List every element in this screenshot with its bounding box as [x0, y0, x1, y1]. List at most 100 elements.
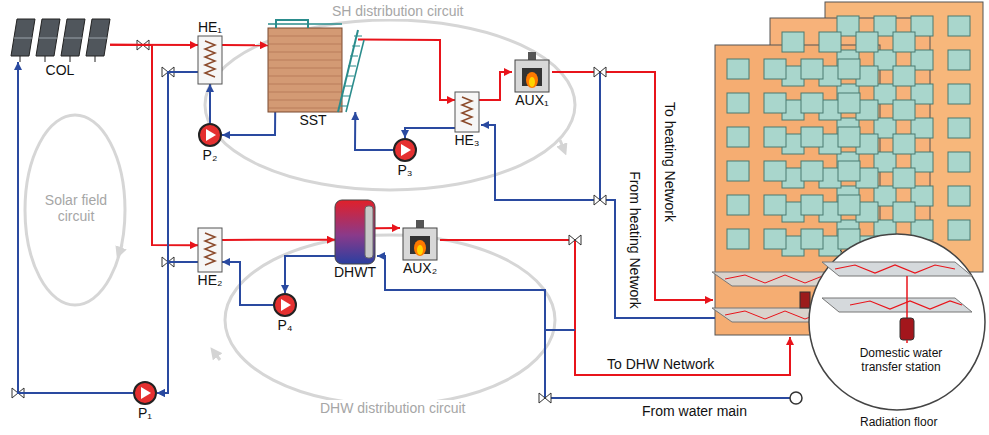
component-panels: COL [10, 18, 110, 62]
panel-grid [39, 38, 57, 39]
window [727, 127, 749, 147]
circuit-name: SH distribution circuit [330, 3, 466, 19]
window [727, 59, 749, 79]
pipe-connector [285, 256, 335, 293]
circuit-arrow [119, 245, 122, 253]
circuit-arrow [560, 140, 564, 150]
storage-tank [268, 28, 342, 112]
component-aux: AUX₁ [512, 52, 552, 92]
circuit-name: DHW distribution circuit [318, 400, 467, 416]
component-icon [393, 138, 417, 162]
window [838, 127, 860, 147]
window [764, 229, 786, 249]
pipe-connector [405, 128, 455, 138]
circuit-loop [225, 235, 555, 405]
window [948, 16, 970, 36]
top-rail [268, 23, 342, 25]
window [838, 161, 860, 181]
component-label: SST [297, 113, 328, 128]
solar-panel [36, 19, 60, 56]
stair-step [354, 36, 362, 37]
window [801, 195, 823, 215]
boiler-chimney [528, 52, 536, 60]
component-label: P₂ [201, 148, 220, 163]
window [948, 118, 970, 138]
panel-leg [70, 56, 71, 62]
boiler-firebox [410, 236, 430, 254]
window [893, 134, 915, 154]
window [727, 229, 749, 249]
pipe-connector [222, 262, 273, 305]
solar-panel [11, 19, 35, 56]
circuit-name: Solar field circuit [35, 192, 117, 224]
window [948, 220, 970, 240]
panel-grid [14, 38, 32, 39]
heat-exchanger [198, 228, 222, 272]
pump-symbol [199, 124, 221, 146]
component-icon [10, 18, 110, 62]
window [801, 59, 823, 79]
panel-grid [89, 38, 107, 39]
window [764, 195, 786, 215]
pipe-connector [209, 84, 211, 123]
component-hx: HE₂ [198, 228, 222, 272]
pipe-label: From heating Network [627, 169, 643, 311]
component-icon [198, 36, 222, 84]
bypass-pipe [599, 72, 601, 200]
floor-slab [822, 262, 972, 276]
brick-line [268, 52, 342, 53]
window [948, 152, 970, 172]
window [838, 195, 860, 215]
pipe-label: To heating Network [662, 100, 678, 224]
pipe-connector [355, 112, 393, 150]
boiler-chimney [416, 220, 424, 228]
pump-arrow [401, 144, 411, 156]
water-main-pipe [377, 256, 790, 398]
pipe-connector [222, 44, 268, 46]
boiler-flame [414, 240, 426, 256]
pump-arrow [206, 129, 216, 141]
valve [539, 393, 551, 403]
window [893, 66, 915, 86]
component-label: P₃ [395, 163, 414, 178]
component-icon [455, 92, 479, 132]
solar-panel [86, 19, 110, 56]
pipe-label: From water main [640, 403, 749, 419]
component-label: HE₁ [196, 20, 224, 35]
window [727, 161, 749, 181]
brick-line [268, 92, 342, 93]
component-pump: P₄ [273, 293, 297, 317]
component-label: HE₃ [452, 133, 481, 148]
panel-leg [20, 56, 21, 62]
component-aux: AUX₂ [400, 220, 440, 260]
boiler-firebox [522, 68, 542, 86]
pipe-label: To DHW Network [605, 356, 716, 372]
stair-step [348, 66, 356, 67]
pipe-connector [110, 45, 198, 245]
component-hx: HE₃ [455, 92, 479, 132]
window [893, 168, 915, 188]
boiler-flame [417, 245, 423, 255]
zoom-circle [809, 234, 985, 410]
window [838, 93, 860, 113]
boiler-body [515, 60, 549, 92]
component-icon [512, 52, 552, 92]
component-tank: SST [268, 18, 358, 112]
component-icon [400, 220, 440, 260]
window [893, 32, 915, 52]
riser-pipe [906, 340, 908, 343]
window [764, 59, 786, 79]
panel-leg [95, 56, 96, 62]
component-icon [198, 228, 222, 272]
component-label: P₄ [275, 318, 294, 333]
stair-step [342, 96, 350, 97]
stair-step [340, 106, 348, 107]
transfer-station [800, 292, 810, 308]
window [838, 59, 860, 79]
stair-rail [338, 30, 358, 112]
brick-line [268, 108, 342, 109]
window [948, 84, 970, 104]
component-pump: P₃ [393, 138, 417, 162]
